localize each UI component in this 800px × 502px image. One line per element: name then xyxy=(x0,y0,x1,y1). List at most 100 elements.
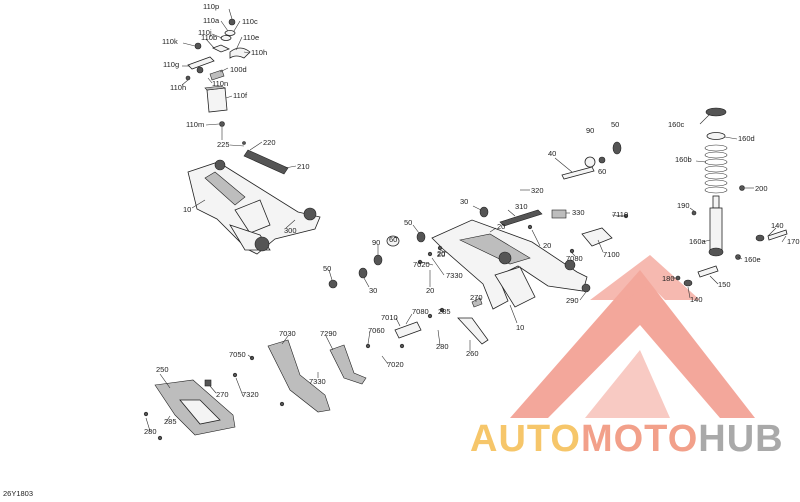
label-160d: 160d xyxy=(738,134,755,143)
label-280b: 280 xyxy=(144,427,157,436)
label-7020b: 7020 xyxy=(387,360,404,369)
part-310-bracket[interactable] xyxy=(499,209,543,227)
logo-word-auto: AUTO xyxy=(470,418,581,460)
part-290-bolt[interactable] xyxy=(581,283,591,293)
label-320: 320 xyxy=(531,186,544,195)
part-220-plate[interactable] xyxy=(243,149,289,175)
label-20d: 20 xyxy=(543,241,551,250)
bushing-50[interactable] xyxy=(612,141,622,155)
part-200[interactable] xyxy=(739,185,745,191)
logo-word-hub: HUB xyxy=(698,418,784,460)
part-330-pad[interactable] xyxy=(551,209,567,219)
label-100d: 100d xyxy=(230,65,247,74)
bushing-50b[interactable] xyxy=(416,231,426,243)
label-200: 200 xyxy=(755,184,768,193)
part-110k[interactable] xyxy=(194,42,202,50)
pivot-shaft-40[interactable] xyxy=(561,166,595,180)
part-110a[interactable] xyxy=(224,30,236,36)
label-7060: 7060 xyxy=(368,326,385,335)
label-7100: 7100 xyxy=(603,250,620,259)
label-110a: 110a xyxy=(203,16,220,25)
leader-lines xyxy=(145,8,787,432)
part-110j-washer[interactable] xyxy=(220,35,232,41)
label-7020a: 7020 xyxy=(413,260,430,269)
label-260: 260 xyxy=(466,349,479,358)
label-60b: 60 xyxy=(389,235,397,244)
part-140a[interactable] xyxy=(755,234,765,242)
bushing-50c[interactable] xyxy=(328,279,338,289)
label-270b: 270 xyxy=(216,390,229,399)
part-260-bracket[interactable] xyxy=(457,317,489,345)
shock-absorber[interactable] xyxy=(704,107,728,257)
bushing-30a[interactable] xyxy=(479,206,489,218)
part-7100-bracket[interactable] xyxy=(581,227,613,247)
label-30a: 30 xyxy=(460,197,468,206)
label-7010: 7010 xyxy=(381,313,398,322)
part-250-chain-guard[interactable] xyxy=(154,379,236,436)
part-7290-cover[interactable] xyxy=(329,344,367,385)
label-160c: 160c xyxy=(668,120,685,129)
part-160a[interactable] xyxy=(709,207,723,251)
logo-word-moto: MOTO xyxy=(580,418,699,460)
part-150-sleeve[interactable] xyxy=(697,265,719,278)
part-160d[interactable] xyxy=(706,132,726,140)
part-110p[interactable] xyxy=(228,18,236,26)
part-110b[interactable] xyxy=(212,44,230,53)
part-110m[interactable] xyxy=(219,121,225,127)
label-110b: 110b xyxy=(201,33,217,42)
watermark-logo-shape xyxy=(510,255,755,418)
label-250: 250 xyxy=(156,365,169,374)
shock-spring xyxy=(704,144,728,194)
main-swing-arm[interactable] xyxy=(431,219,588,310)
part-140b[interactable] xyxy=(683,279,693,287)
part-270b[interactable] xyxy=(204,379,212,387)
part-110h-nut[interactable] xyxy=(196,66,204,74)
label-50b: 50 xyxy=(404,218,412,227)
label-140a: 140 xyxy=(771,221,784,230)
label-280a: 280 xyxy=(436,342,449,351)
label-220: 220 xyxy=(263,138,276,147)
watermark-logo-text: AUTOMOTOHUB xyxy=(470,418,784,461)
label-160b: 160b xyxy=(675,155,692,164)
upper-hardware-group xyxy=(185,18,251,140)
label-7050: 7050 xyxy=(229,350,246,359)
label-225: 225 xyxy=(217,140,230,149)
label-50a: 50 xyxy=(611,120,619,129)
label-285b: 285 xyxy=(164,417,177,426)
label-170: 170 xyxy=(787,237,800,246)
label-7330b: 7330 xyxy=(309,377,326,386)
part-7080-guard[interactable] xyxy=(394,321,422,339)
part-160c[interactable] xyxy=(705,107,727,117)
bushing-30b[interactable] xyxy=(358,267,368,279)
part-170-bolt[interactable] xyxy=(767,229,788,241)
part-110f-bumper[interactable] xyxy=(206,87,228,113)
label-20b: 20 xyxy=(437,249,445,258)
part-110h-bolt[interactable] xyxy=(185,75,191,81)
bushing-90[interactable] xyxy=(584,156,596,168)
part-110e[interactable] xyxy=(229,47,251,59)
label-7110: 7110 xyxy=(612,210,628,219)
label-290: 290 xyxy=(566,296,579,305)
part-110g-link[interactable] xyxy=(187,56,215,70)
label-110p: 110p xyxy=(203,2,219,11)
bushing-60[interactable] xyxy=(386,235,400,247)
label-40: 40 xyxy=(548,149,556,158)
part-7030-cover[interactable] xyxy=(267,339,331,413)
label-10a: 10 xyxy=(183,205,191,214)
label-110h: 110h xyxy=(170,83,186,92)
part-270-clip[interactable] xyxy=(471,297,483,308)
callout-labels: 110p 110a 110c 110j 110k 110b 110e 110h … xyxy=(144,2,800,436)
label-270a: 270 xyxy=(470,293,483,302)
label-110g: 110g xyxy=(163,60,179,69)
label-110e: 110e xyxy=(243,33,259,42)
rear-arm-assembly[interactable] xyxy=(187,159,321,255)
label-110k: 110k xyxy=(162,37,178,46)
bushing-90b[interactable] xyxy=(373,254,383,266)
document-code: 26Y1803 xyxy=(3,489,34,498)
part-190[interactable] xyxy=(691,210,697,216)
part-110n[interactable] xyxy=(209,69,225,81)
label-190: 190 xyxy=(677,201,690,210)
label-300: 300 xyxy=(284,226,297,235)
part-180[interactable] xyxy=(675,275,681,281)
